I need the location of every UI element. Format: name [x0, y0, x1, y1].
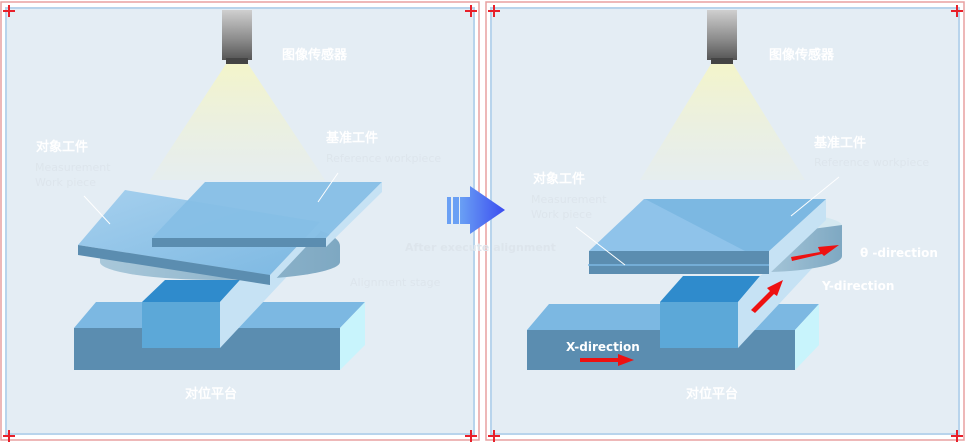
camera-icon [222, 10, 252, 60]
x-direction-label: X-direction [566, 340, 640, 354]
measurement-en-2: Work piece [531, 208, 592, 221]
y-direction-arrow-icon [751, 280, 783, 313]
reference-label: 基准工件 [325, 130, 378, 146]
reference-workpiece [645, 199, 826, 251]
measurement-label: 对象工件 [533, 171, 585, 187]
light-cone [640, 64, 805, 180]
stage-en: Alignment stage [350, 276, 441, 289]
measurement-en-1: Measurement [531, 193, 607, 206]
theta-direction-label: θ -direction [860, 246, 938, 260]
light-cone [150, 64, 325, 180]
sensor-label: 图像传感器 [282, 47, 348, 63]
transition-arrow-icon [447, 186, 505, 234]
measurement-en-1: Measurement [35, 161, 111, 174]
platform-label: 对位平台 [686, 386, 738, 402]
panel-after: 图像传感器 [527, 10, 938, 402]
sensor-label: 图像传感器 [769, 47, 835, 63]
x-direction-arrow-icon [580, 354, 634, 366]
corner-markers [3, 5, 963, 442]
alignment-platform [74, 220, 365, 370]
leader-line [575, 226, 626, 266]
measurement-en-2: Work piece [35, 176, 96, 189]
camera-icon [707, 10, 737, 60]
leader-line [317, 172, 339, 203]
leader-line [83, 195, 111, 225]
reference-en: Reference workpiece [326, 152, 441, 165]
transition-label: After execute alignment [405, 241, 556, 254]
leader-line [790, 176, 840, 217]
y-direction-label: Y-direction [821, 279, 894, 293]
reference-workpiece [152, 182, 382, 247]
panel-before: 图像传感器 对象工件 Measurement Wo [35, 10, 441, 402]
measurement-label: 对象工件 [36, 139, 88, 155]
reference-label: 基准工件 [813, 135, 866, 151]
reference-en: Reference workpiece [814, 156, 929, 169]
theta-direction-arrow-icon [791, 245, 839, 261]
platform-label: 对位平台 [185, 386, 237, 402]
